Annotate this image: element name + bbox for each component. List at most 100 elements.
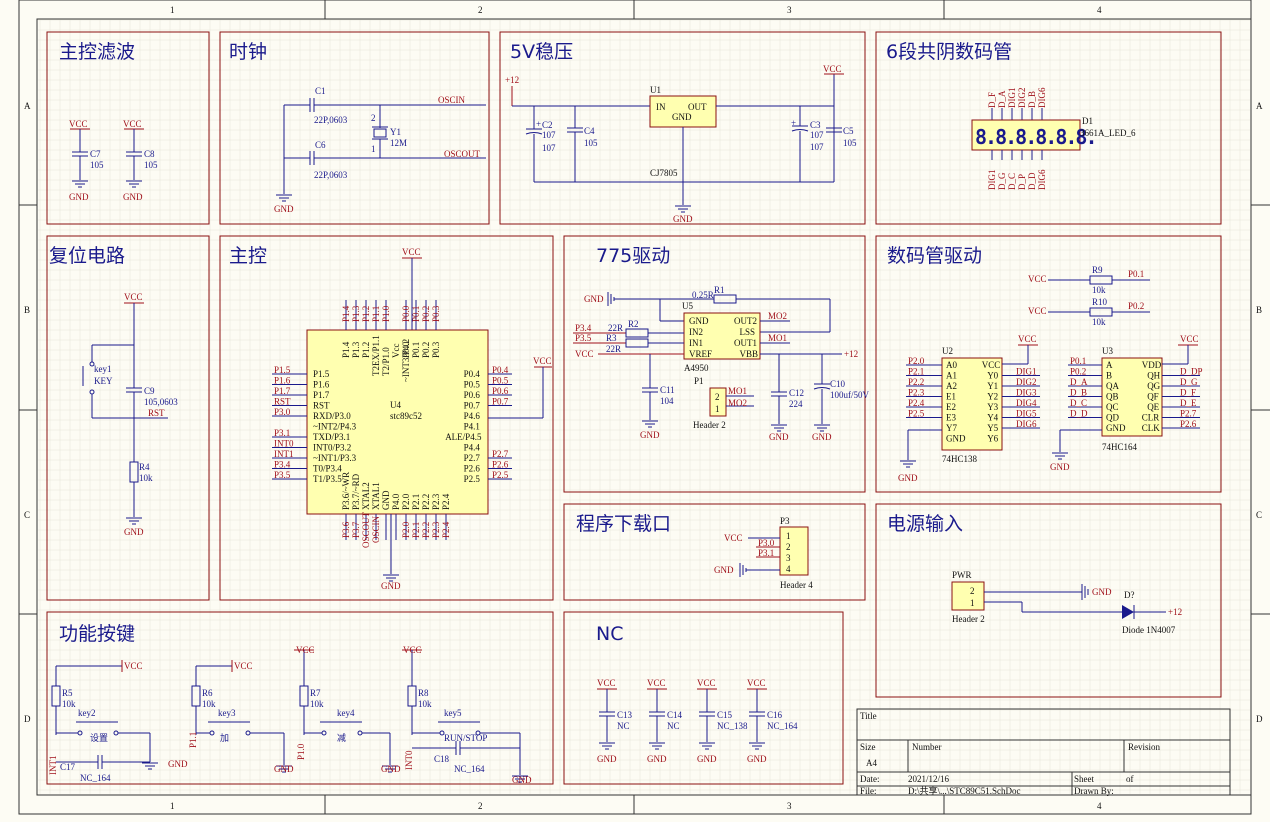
zone-row-d-right: D	[1256, 714, 1263, 724]
svg-text:VCC: VCC	[403, 645, 422, 655]
svg-text:A4950: A4950	[684, 363, 709, 373]
mcu-pin-bottom-outer: P2.0	[401, 521, 411, 538]
u5-pin-right: VBB	[740, 349, 759, 359]
svg-text:C1: C1	[315, 86, 326, 96]
title-clock: 时钟	[229, 41, 267, 63]
svg-text:VCC: VCC	[1180, 334, 1199, 344]
svg-text:NC_164: NC_164	[454, 764, 485, 774]
u3-shift-register-chip	[1101, 357, 1163, 437]
mcu-pin-right-inner: P4.1	[464, 422, 480, 432]
svg-text:key3: key3	[218, 708, 236, 718]
svg-text:stc89c52: stc89c52	[390, 411, 422, 421]
mcu-pin-top-outer: P1.3	[351, 305, 361, 322]
svg-text:VCC: VCC	[124, 292, 143, 302]
key-plus-label: 加	[220, 733, 229, 743]
zone-col-4-top: 4	[1097, 5, 1102, 15]
u2-pin-left: GND	[946, 434, 966, 444]
mcu-pin-bottom-inner: GND	[381, 490, 391, 510]
svg-text:GND: GND	[714, 565, 734, 575]
mcu-pin-left-outer: P3.0	[274, 407, 291, 417]
svg-text:U2: U2	[942, 346, 953, 356]
mcu-pin-left-outer: INT0	[274, 439, 294, 449]
svg-text:GND: GND	[124, 527, 144, 537]
svg-text:R9: R9	[1092, 265, 1103, 275]
svg-text:P3.5: P3.5	[575, 333, 592, 343]
u2-pin-left: E1	[946, 392, 956, 402]
mcu-pin-right-outer: P2.6	[492, 460, 509, 470]
u5-pin-left: IN1	[689, 338, 703, 348]
svg-text:OUT: OUT	[688, 102, 707, 112]
u3-input-net: D_A	[1070, 377, 1088, 387]
svg-text:File:: File:	[860, 786, 877, 796]
svg-text:C9: C9	[144, 386, 155, 396]
mcu-pin-top-outer: P1.2	[361, 306, 371, 322]
svg-text:10k: 10k	[1092, 285, 1106, 295]
display-driver-circuit: VCC R9 10k P0.1 VCC R10 10k P0.2 U2 74HC…	[898, 265, 1203, 483]
svg-text:CJ7805: CJ7805	[650, 168, 678, 178]
box-power-in	[875, 503, 1222, 698]
u2-input-net: P2.4	[908, 398, 925, 408]
box-display-driver	[875, 235, 1222, 493]
svg-text:Header 2: Header 2	[952, 614, 985, 624]
mcu-pin-left-inner: INT0/P3.2	[313, 443, 351, 453]
svg-text:key5: key5	[444, 708, 462, 718]
svg-text:GND: GND	[512, 775, 532, 785]
u2-pin-left: A2	[946, 381, 957, 391]
box-regulator	[499, 31, 866, 225]
mcu-pin-top-inner: P1.3	[351, 341, 361, 358]
titleblock-title: Title	[860, 711, 877, 721]
mcu-pin-bottom-outer: P2.3	[431, 521, 441, 538]
mcu-pin-left-inner: ~INT1/P3.3	[313, 453, 357, 463]
svg-text:MO2: MO2	[768, 311, 787, 321]
u2-pin-right: Y0	[987, 371, 998, 381]
box-download	[563, 503, 866, 601]
mcu-pin-left-inner: T0/P3.4	[313, 464, 342, 474]
svg-text:RST: RST	[148, 408, 165, 418]
svg-text:10k: 10k	[1092, 317, 1106, 327]
svg-text:10k: 10k	[310, 699, 324, 709]
title-power-in: 电源输入	[887, 513, 963, 535]
mcu-pin-bottom-outer: OSCOUT	[361, 511, 371, 548]
zone-row-b-right: B	[1256, 305, 1262, 315]
u2-output-net: DIG4	[1016, 398, 1037, 408]
nc-cap-vcc: VCC	[597, 678, 616, 688]
title-mcu: 主控	[229, 245, 267, 267]
svg-text:22P,0603: 22P,0603	[314, 115, 348, 125]
svg-text:GND: GND	[123, 192, 143, 202]
svg-text:GND: GND	[381, 764, 401, 774]
svg-text:MO1: MO1	[768, 333, 787, 343]
svg-text:VCC: VCC	[1018, 334, 1037, 344]
svg-text:GND: GND	[1050, 462, 1070, 472]
svg-text:P0.2: P0.2	[1128, 301, 1144, 311]
svg-text:R7: R7	[310, 688, 321, 698]
mcu-pin-right-inner: P0.7	[464, 401, 481, 411]
svg-text:R3: R3	[606, 333, 617, 343]
svg-text:R2: R2	[628, 319, 639, 329]
u2-output-net: DIG1	[1016, 367, 1037, 377]
u3-output-net: P2.6	[1180, 419, 1197, 429]
box-clock	[219, 31, 490, 225]
background-grid	[38, 19, 1250, 794]
mcu-pin-left-outer: P3.5	[274, 470, 291, 480]
mcu-pin-left-inner: P1.6	[313, 380, 330, 390]
nc-cap-ref: C14	[667, 710, 683, 720]
mcu-pin-bottom-inner: P2.2	[421, 494, 431, 510]
svg-text:P3.1: P3.1	[758, 548, 774, 558]
svg-text:MO1: MO1	[728, 386, 747, 396]
power-input-circuit: PWR 2 1 Header 2 GND D? Diode 1N4007 +12	[951, 570, 1182, 635]
mcu-pin-top-outer: P0.1	[411, 306, 421, 322]
svg-text:P1.1: P1.1	[188, 732, 198, 748]
mcu-pin-left-outer: INT1	[274, 449, 294, 459]
nc-cap-value: NC_164	[767, 721, 798, 731]
nc-cap-gnd: GND	[647, 754, 667, 764]
u3-output-net: D_G	[1180, 377, 1198, 387]
title-display: 6段共阴数码管	[886, 41, 1012, 63]
svg-text:107: 107	[542, 130, 556, 140]
svg-text:D1: D1	[1082, 116, 1093, 126]
nc-cap-gnd: GND	[697, 754, 717, 764]
svg-text:KEY: KEY	[94, 376, 113, 386]
display-bottom-pin: DIG1	[987, 170, 997, 191]
svg-text:VCC: VCC	[402, 247, 421, 257]
